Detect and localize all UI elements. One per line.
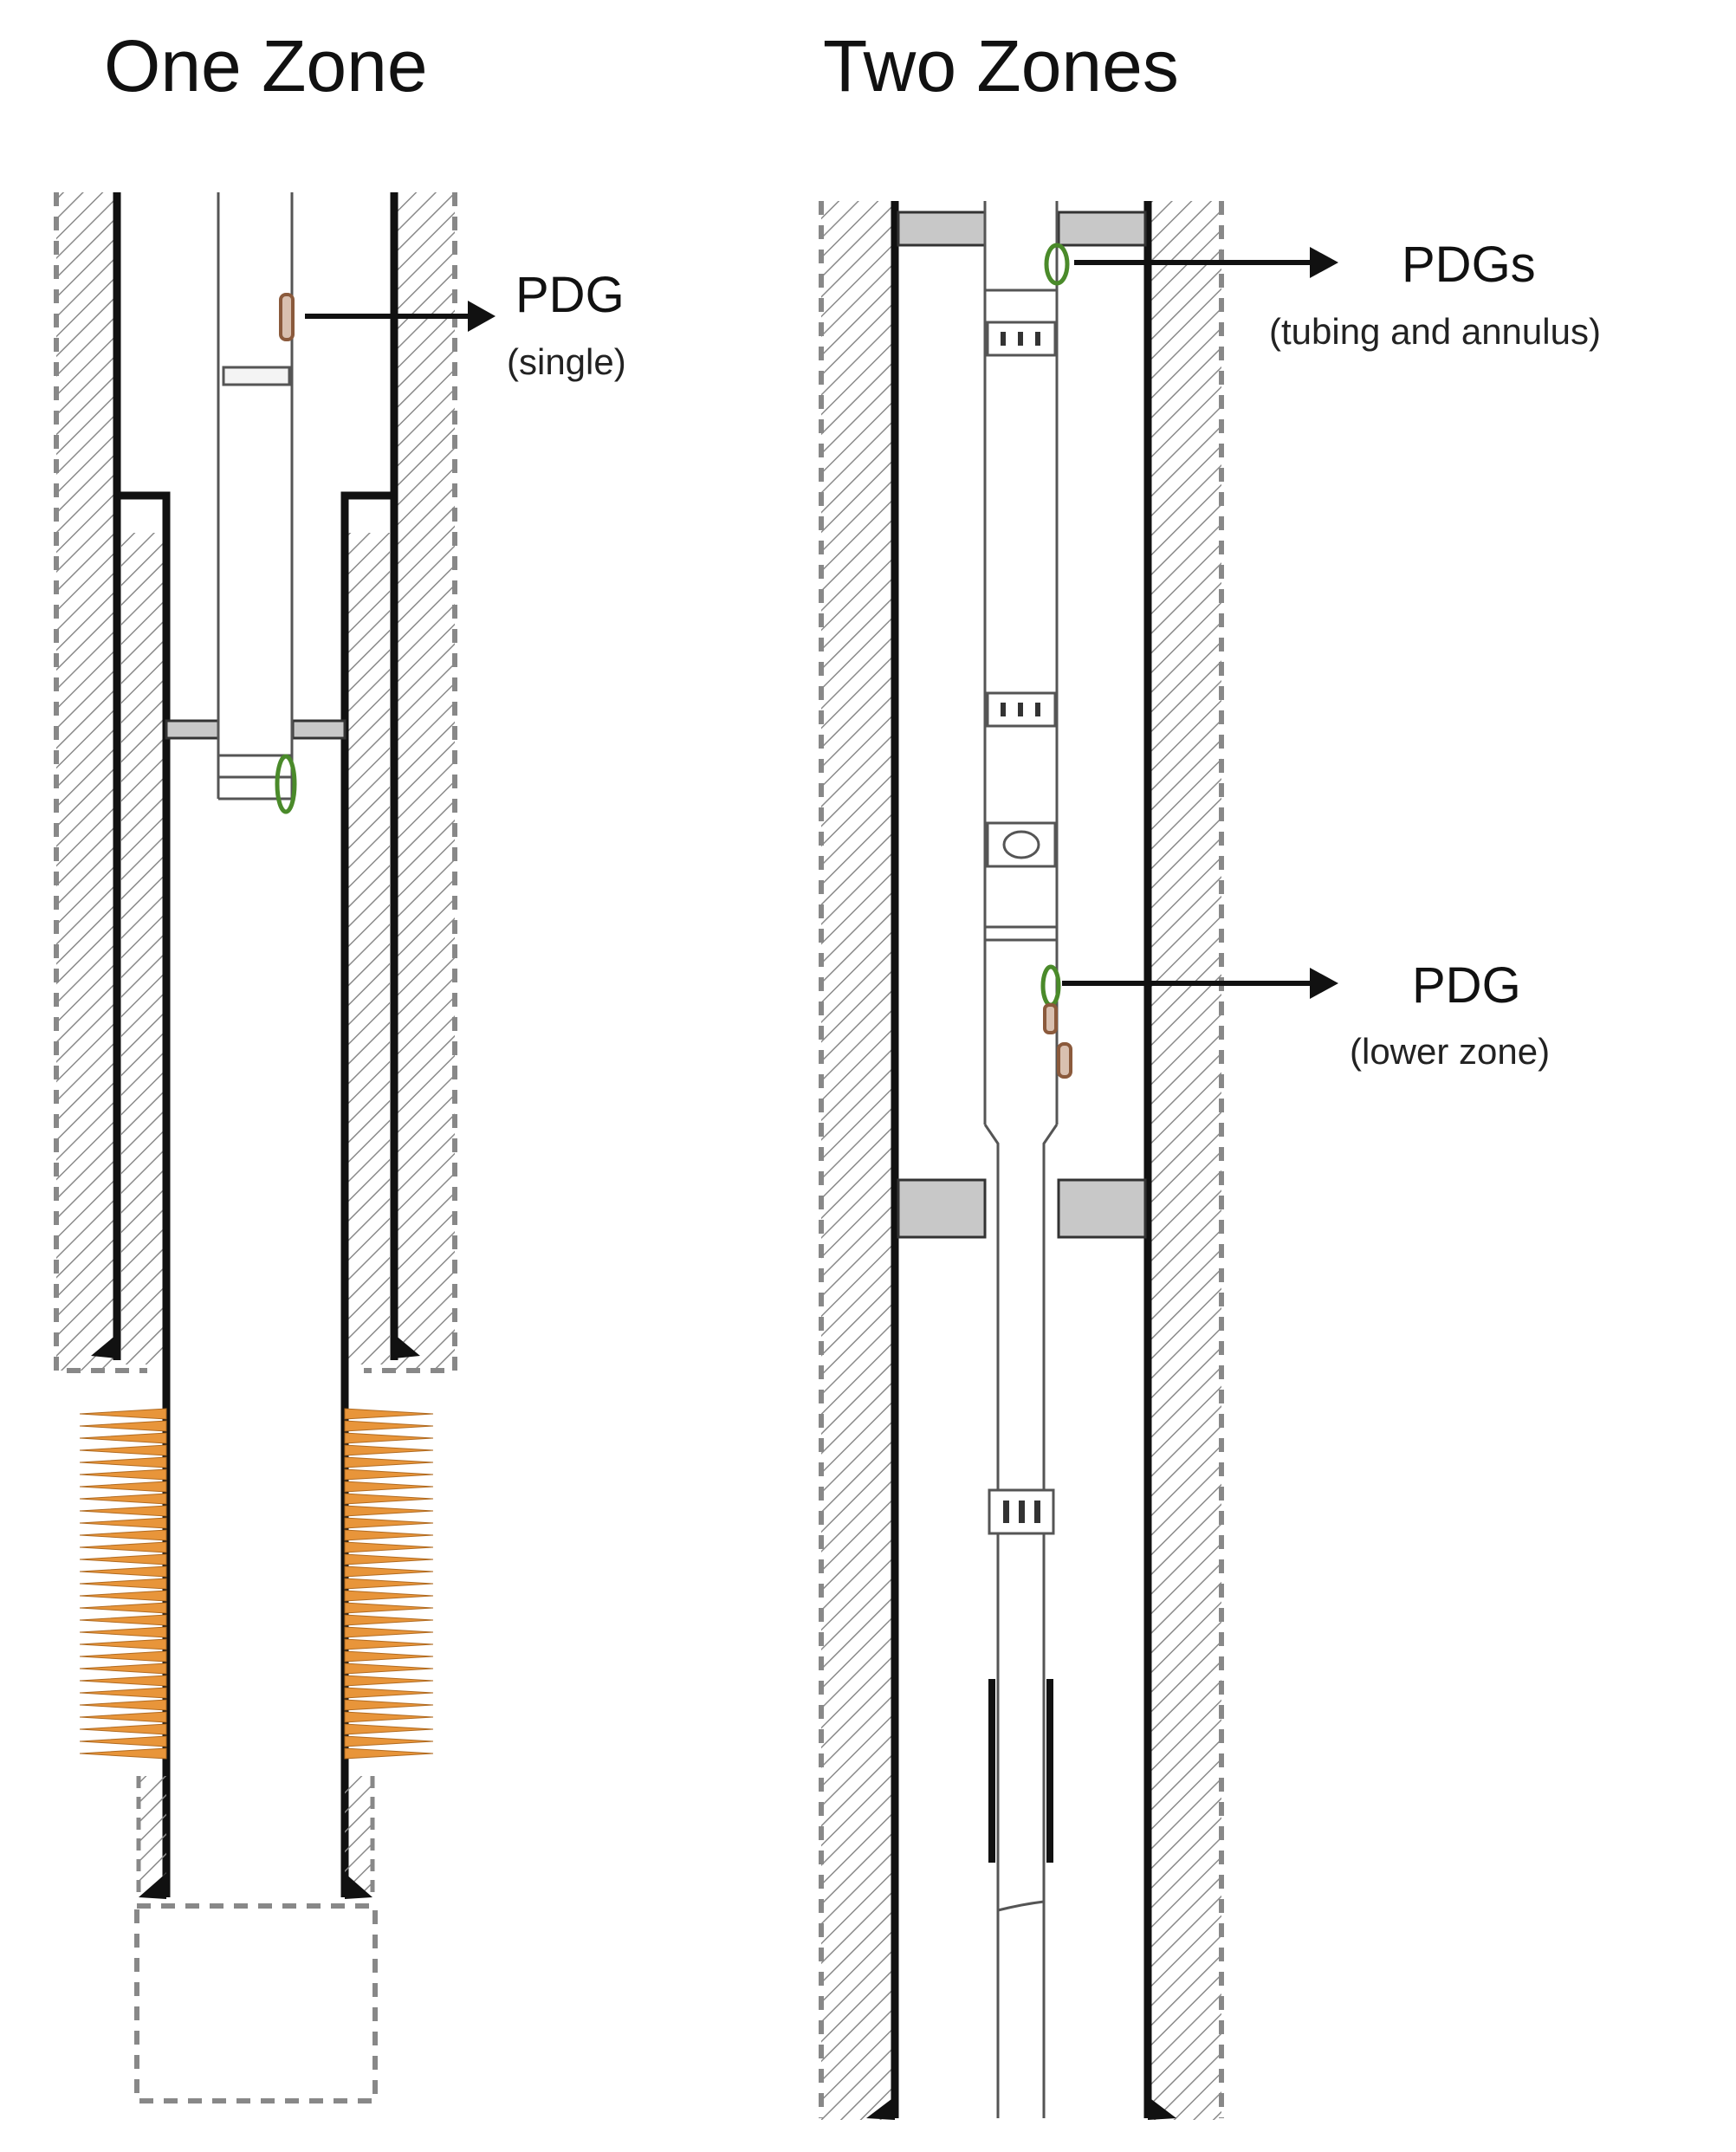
perforation-right-0 — [344, 1408, 434, 1420]
perforation-right-14 — [344, 1578, 434, 1590]
gauge-brown-icon — [1057, 1042, 1072, 1079]
title-two-zones: Two Zones — [823, 25, 1179, 107]
dual-zone-tubing — [983, 201, 1059, 2118]
perforation-right-4 — [344, 1456, 434, 1468]
upper-packer — [897, 211, 987, 247]
surface-casing — [91, 192, 420, 1360]
perforation-left-20 — [79, 1650, 167, 1663]
perforation-right-24 — [344, 1699, 434, 1711]
perforation-right-10 — [344, 1529, 434, 1541]
perforation-left-16 — [79, 1602, 167, 1614]
perforation-left-9 — [79, 1517, 167, 1529]
perforation-left-0 — [79, 1408, 167, 1420]
perforation-right-28 — [344, 1747, 434, 1760]
arrow-pdg-lower — [1062, 968, 1338, 999]
perforation-right-18 — [344, 1626, 434, 1638]
perforation-right-26 — [344, 1723, 434, 1735]
title-one-zone: One Zone — [104, 25, 428, 107]
perforation-left-28 — [79, 1747, 167, 1760]
perforation-right-17 — [344, 1614, 434, 1626]
perforation-right-23 — [344, 1687, 434, 1699]
gauge-green-icon — [1044, 243, 1070, 286]
perforation-right-5 — [344, 1468, 434, 1481]
perforation-left-13 — [79, 1565, 167, 1578]
perforation-left-5 — [79, 1468, 167, 1481]
perforations — [79, 1408, 434, 1760]
gauge-green-icon — [275, 754, 297, 814]
perforation-right-12 — [344, 1553, 434, 1565]
label-pdg-lower: PDG — [1412, 957, 1521, 1014]
perforation-left-17 — [79, 1614, 167, 1626]
one-zone-well: PDG (single) — [54, 192, 626, 2103]
perforation-left-14 — [79, 1578, 167, 1590]
perforation-left-2 — [79, 1432, 167, 1444]
lower-packer — [897, 1178, 987, 1239]
perforation-left-22 — [79, 1675, 167, 1687]
perforation-left-23 — [79, 1687, 167, 1699]
label-pdgs: PDGs — [1402, 237, 1536, 293]
perforation-left-6 — [79, 1481, 167, 1493]
perforation-right-16 — [344, 1602, 434, 1614]
perforation-right-19 — [344, 1638, 434, 1650]
label-pdg: PDG — [515, 267, 625, 323]
perforation-left-4 — [79, 1456, 167, 1468]
perforation-right-8 — [344, 1505, 434, 1517]
perforation-left-11 — [79, 1541, 167, 1553]
perforation-left-26 — [79, 1723, 167, 1735]
label-lower-zone: (lower zone) — [1350, 1031, 1550, 1072]
perforation-left-18 — [79, 1626, 167, 1638]
perforation-right-20 — [344, 1650, 434, 1663]
packer — [165, 719, 347, 740]
label-pdg-single: (single) — [507, 341, 626, 382]
perforation-left-10 — [79, 1529, 167, 1541]
perforation-left-8 — [79, 1505, 167, 1517]
perforation-left-15 — [79, 1590, 167, 1602]
perforation-left-25 — [79, 1711, 167, 1723]
perforation-left-21 — [79, 1663, 167, 1675]
perforation-right-2 — [344, 1432, 434, 1444]
perforation-right-11 — [344, 1541, 434, 1553]
label-tubing-and-annulus: (tubing and annulus) — [1269, 311, 1601, 352]
perforation-right-6 — [344, 1481, 434, 1493]
perforation-left-1 — [79, 1420, 167, 1432]
gauge-brown-icon — [1043, 1003, 1058, 1034]
perforation-right-9 — [344, 1517, 434, 1529]
two-zones-well: PDGs (tubing and annulus) PDG (lower zon… — [819, 201, 1601, 2120]
slot-marks — [1001, 332, 1040, 1523]
perforation-right-13 — [344, 1565, 434, 1578]
arrow-pdgs — [1074, 247, 1338, 278]
upper-cement-sheath — [54, 192, 457, 1373]
perforation-left-27 — [79, 1735, 167, 1747]
perforation-right-25 — [344, 1711, 434, 1723]
perforation-right-21 — [344, 1663, 434, 1675]
perforation-right-3 — [344, 1444, 434, 1456]
production-tubing — [217, 192, 294, 801]
perforation-right-1 — [344, 1420, 434, 1432]
perforation-left-19 — [79, 1638, 167, 1650]
perforation-left-7 — [79, 1493, 167, 1505]
perforation-right-15 — [344, 1590, 434, 1602]
gauge-brown-icon — [279, 293, 295, 341]
arrow-pdg-single — [305, 301, 496, 332]
perforation-left-3 — [79, 1444, 167, 1456]
perforation-right-27 — [344, 1735, 434, 1747]
perforation-left-12 — [79, 1553, 167, 1565]
perforation-left-24 — [79, 1699, 167, 1711]
rathole — [134, 1903, 378, 2103]
perforation-right-22 — [344, 1675, 434, 1687]
perforation-right-7 — [344, 1493, 434, 1505]
